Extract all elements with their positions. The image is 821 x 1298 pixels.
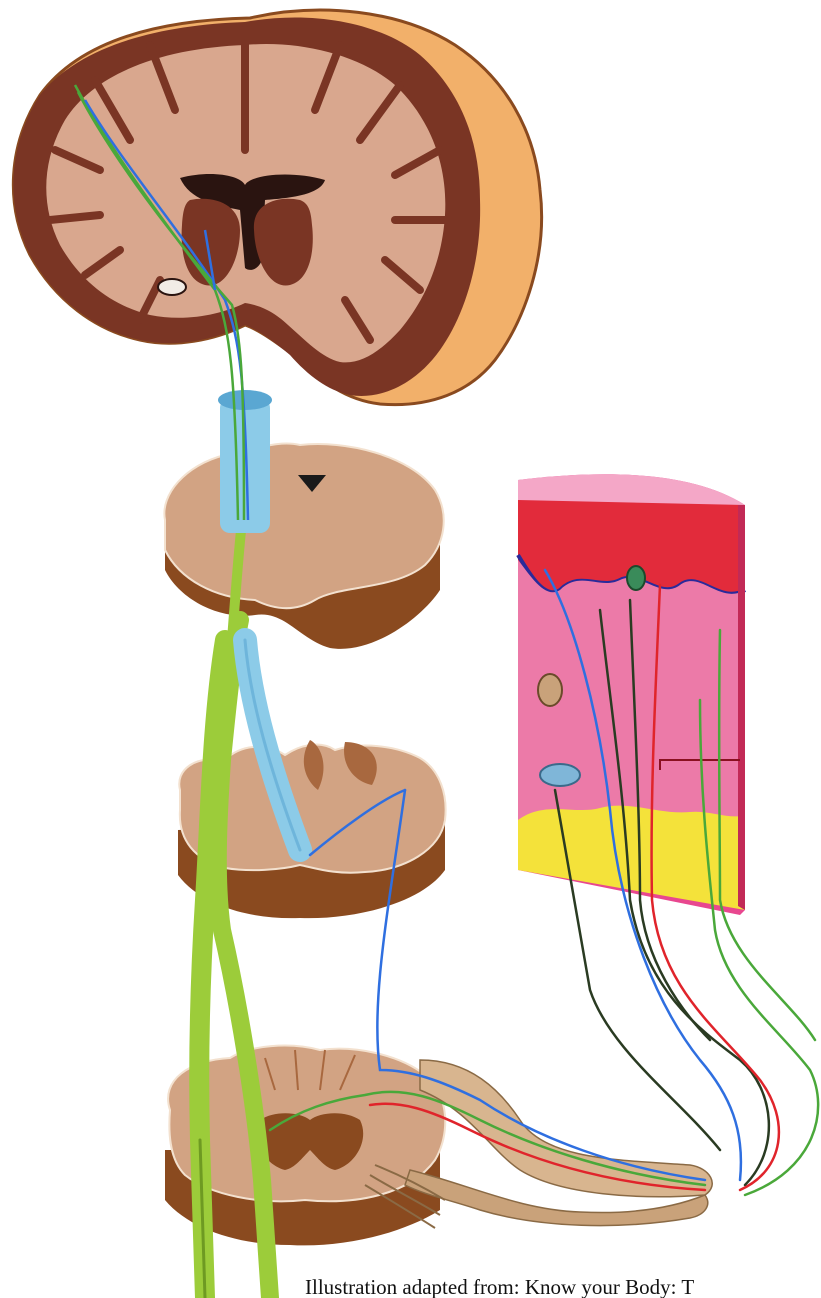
brain-coronal-section	[13, 10, 541, 404]
figure-caption: Illustration adapted from: Know your Bod…	[305, 1276, 821, 1298]
medulla-section	[164, 443, 443, 648]
skin-cross-section	[518, 474, 745, 915]
